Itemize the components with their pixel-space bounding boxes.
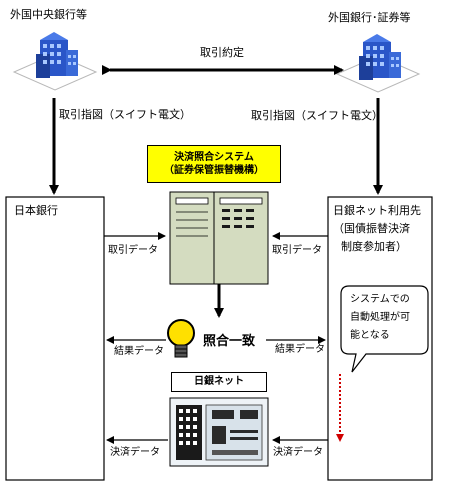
instruction-label-left: 取引指図（スイフト電文） (59, 108, 191, 121)
matching-system-machine (169, 191, 269, 285)
foreign-central-bank-label: 外国中央銀行等 (10, 8, 87, 21)
settle-data-label-right: 決済データ (273, 447, 323, 458)
light-bulb-icon (167, 319, 195, 358)
matching-system-name: 決済照合システム (174, 152, 254, 163)
trade-agreement-label: 取引約定 (200, 46, 244, 59)
result-data-label-left: 結果データ (114, 346, 164, 357)
boj-net-user-label-3: 制度参加者） (341, 240, 407, 253)
instruction-label-right: 取引指図（スイフト電文） (251, 109, 383, 122)
boj-net-title: 日銀ネット (171, 372, 267, 392)
foreign-bank-label: 外国銀行･証券等 (328, 11, 411, 24)
boj-net-user-label-1: 日銀ネット利用先 (333, 204, 421, 217)
callout-line-2: 自動処理が可 (350, 312, 410, 323)
match-label: 照合一致 (203, 334, 256, 349)
callout-bubble (340, 285, 429, 373)
trade-data-label-right: 取引データ (272, 245, 322, 256)
building-icon-foreign-bank (335, 34, 421, 93)
boj-net-user-label-2: （国債振替決済 (333, 222, 410, 235)
result-data-label-right: 結果データ (275, 344, 325, 355)
boj-net-machine (169, 397, 269, 467)
boj-label: 日本銀行 (14, 204, 58, 217)
trade-data-label-left: 取引データ (108, 245, 158, 256)
matching-system-title: 決済照合システム （証券保管振替機構） (147, 145, 281, 183)
boj-box (5, 196, 105, 481)
callout-line-3: 能となる (350, 330, 390, 341)
callout-line-1: システムでの (350, 294, 410, 305)
building-icon-foreign-cb (12, 32, 98, 91)
matching-system-org: （証券保管振替機構） (164, 165, 264, 176)
boj-net-name: 日銀ネット (194, 376, 244, 387)
settle-data-label-left: 決済データ (110, 447, 160, 458)
